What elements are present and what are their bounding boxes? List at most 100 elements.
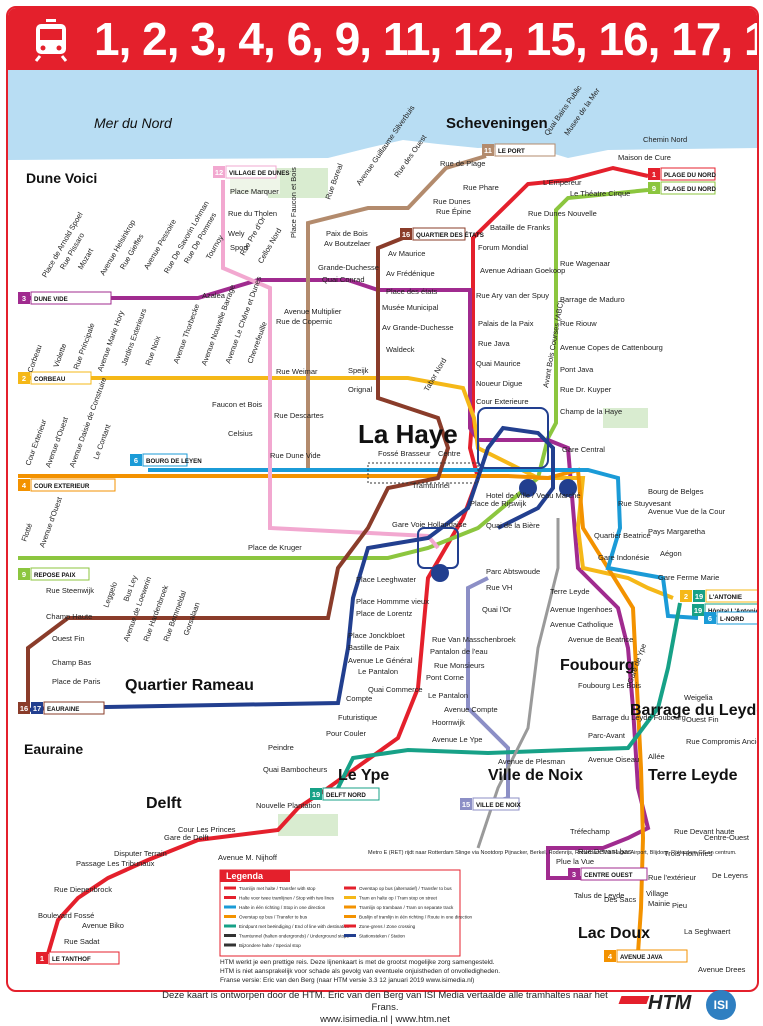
stop-label: Avenue de Plesman	[498, 757, 565, 766]
terminal-label: VILLAGE DE DUNES	[229, 170, 290, 177]
stop-label: Village	[646, 889, 668, 898]
legend-item: Stationsteken / Station	[359, 934, 405, 939]
stop-label: Mainie	[648, 899, 670, 908]
line-number: 3	[572, 870, 576, 879]
stop-label: Rue Riouw	[560, 319, 597, 328]
stop-label: Rue Phare	[463, 183, 499, 192]
stop-label: Place Leeghwater	[356, 575, 417, 584]
stop-label: Waldeck	[386, 345, 415, 354]
stop-label: Rue Devant bas	[578, 847, 632, 856]
stop-label: Rue Descartes	[274, 411, 324, 420]
tram-icon	[34, 19, 68, 62]
htm-logo: HTM	[648, 992, 692, 1014]
footer: Deze kaart is ontworpen door de HTM. Eri…	[0, 990, 763, 1026]
stop-label: Rue Van Masschenbroek	[432, 635, 516, 644]
region-ville-de-noix: Ville de Noix	[488, 767, 583, 784]
stop-label: Peindre	[268, 743, 294, 752]
stop-label: Gare Voie Hollandaise	[392, 520, 467, 529]
stop-label: Forum Mondial	[478, 243, 528, 252]
stop-label: Centre	[438, 449, 461, 458]
region-la-haye: La Haye	[358, 419, 458, 449]
stop-label: Quai de la Bière	[486, 521, 540, 530]
stop-label: Avenue M. Nijhoff	[218, 853, 278, 862]
tram-line-16	[26, 236, 451, 708]
stop-label: Rue Java	[478, 339, 511, 348]
tramtunnel	[367, 462, 479, 484]
stop-label: Av Frédénique	[386, 269, 435, 278]
footer-web-links[interactable]: www.isimedia.nl | www.htm.net	[320, 1014, 450, 1025]
region-dune-voici: Dune Voici	[26, 170, 97, 186]
line-number: 19	[312, 790, 320, 799]
stop-label: Avenue de Beatrice	[568, 635, 633, 644]
stop-label: Avenue Multiplier	[284, 307, 342, 316]
stop-label: Avenue d'Ouest	[37, 495, 64, 549]
stop-label: Avenue Drees	[698, 965, 746, 974]
stop-label: Boulevard Fossé	[38, 911, 94, 920]
stop-label: Place Jonckbloet	[348, 631, 406, 640]
stop-label: Rue Principale	[71, 322, 96, 371]
region-labels: Mer du Nord Scheveningen Dune Voici La H…	[24, 115, 757, 942]
stop-label: Trois Hommes	[664, 849, 713, 858]
stop-label: Bourg de Belges	[648, 487, 704, 496]
stop-label: Avenue Ingenhoes	[550, 605, 613, 614]
region-foubourg: Foubourg	[560, 657, 635, 674]
stop-label: Musée Municipal	[382, 303, 439, 312]
legend-item: Tram en halte op / Tram stop on street	[359, 896, 438, 901]
line-number: 17	[33, 704, 41, 713]
header-bar: 1, 2, 3, 4, 6, 9, 11, 12, 15, 16, 17, 19	[8, 8, 757, 70]
stop-label: Av Maurice	[388, 249, 425, 258]
stop-label: Le Théatre Cirque	[570, 189, 630, 198]
line-number: 11	[484, 146, 492, 155]
stop-label: Parc-Avant	[588, 731, 626, 740]
region-scheveningen: Scheveningen	[446, 115, 548, 132]
terminal-label: CORBEAU	[34, 376, 66, 383]
line-number: 1	[652, 170, 656, 179]
terminal-label: QUARTIER DES ÉTATS	[416, 231, 484, 239]
footer-text: Deze kaart is ontworpen door de HTM. Eri…	[155, 990, 615, 1026]
stop-label: Le Pantalon	[358, 667, 398, 676]
park-area	[278, 814, 338, 836]
stop-label: Rue Wagenaar	[560, 259, 611, 268]
line-number: 4	[22, 481, 27, 490]
stop-label: Barrage de Maduro	[560, 295, 625, 304]
tram-line-6	[148, 468, 699, 620]
stop-label: Rue Noix	[143, 334, 162, 366]
legend-item: Bijzondere halte / Special stop	[239, 943, 301, 948]
stop-label: Rue Dr. Kuyper	[560, 385, 612, 394]
station-marker	[519, 479, 537, 497]
stop-label: Centre-Ouest	[704, 833, 750, 842]
stop-label: Avenue Le Général	[348, 656, 413, 665]
stop-label: Avenue Oiseau	[588, 755, 639, 764]
legend-item: Overstap op bus / Transfer to bus	[239, 915, 308, 920]
stop-label: Champ Bas	[52, 658, 91, 667]
line-number: 19	[694, 606, 702, 615]
tram-line-1	[46, 165, 649, 955]
region-mer-du-nord: Mer du Nord	[94, 115, 173, 131]
stop-label: Quai Maurice	[476, 359, 521, 368]
stop-label: Flotté	[19, 522, 34, 543]
stop-label: Orignal	[348, 385, 373, 394]
region-le-ype: Le Ype	[338, 767, 389, 784]
legend-item: Zone-grens / Zone crossing	[359, 924, 416, 929]
stop-label: Rue Dune Vide	[270, 451, 321, 460]
stop-label: Avenue Compte	[444, 705, 498, 714]
stop-label: Avenue Thorbecke	[171, 303, 201, 365]
line-number: 6	[134, 456, 138, 465]
map-note: HTM is niet aansprakelijk voor schade al…	[220, 968, 500, 975]
stop-label: Sport	[230, 243, 249, 252]
terminal-label: PLAGE DU NORD	[664, 186, 716, 193]
stop-label: Place des états	[386, 287, 438, 296]
stop-label: Corbeau	[25, 344, 43, 374]
stop-label: Champ Haute	[46, 612, 92, 621]
stop-label: Place de Kruger	[248, 543, 302, 552]
line-number: 16	[20, 704, 28, 713]
stop-label: Mozart	[76, 246, 96, 271]
stop-label: Grande-Duchesse	[318, 263, 379, 272]
stop-label: Av Boutzelaer	[324, 239, 371, 248]
tram-line-3	[18, 278, 651, 880]
terminal-label: DUNE VIDE	[34, 296, 68, 303]
stop-label: Disputer Terrain	[114, 849, 167, 858]
legend-item: Tramlijn op trambaan / Tram on separate …	[359, 905, 454, 910]
terminal-label: PLAGE DU NORD	[664, 172, 716, 179]
